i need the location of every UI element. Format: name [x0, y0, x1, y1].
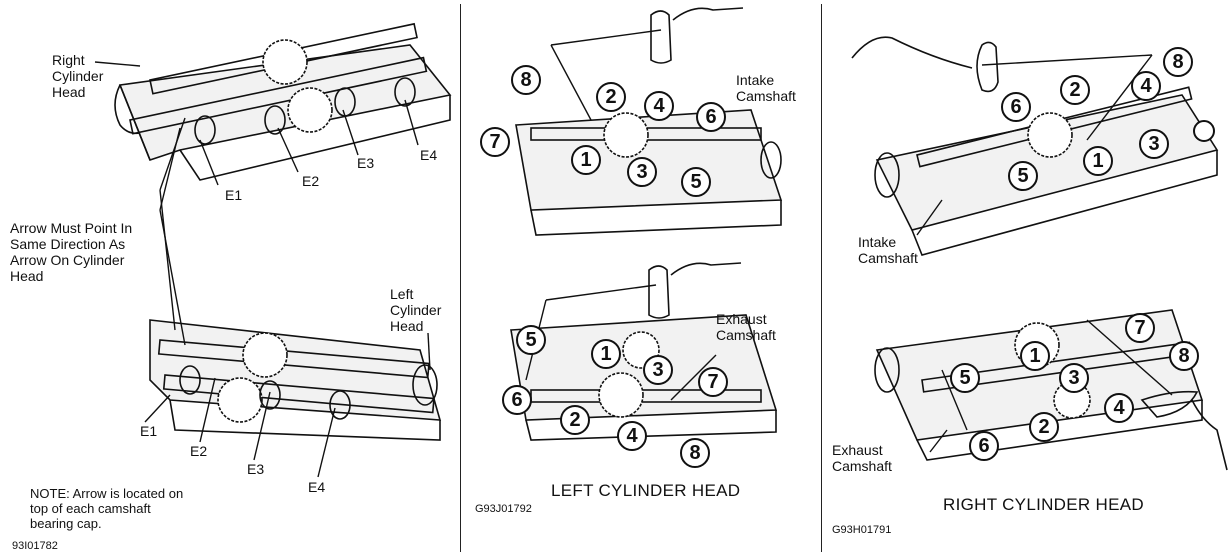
intake-camshaft-drawing — [515, 7, 783, 236]
tightening-callout-right-lower-3: 3 — [1059, 363, 1089, 393]
middle-panel: 8 2 4 6 7 1 3 5 5 1 3 7 6 2 4 8 Intake C… — [461, 0, 821, 556]
cap-label-e4-upper: E4 — [420, 147, 438, 163]
exhaust-camshaft-label-right: Exhaust Camshaft — [832, 442, 892, 474]
svg-text:4: 4 — [1113, 397, 1125, 419]
tightening-callout-left-lower-7: 7 — [698, 367, 728, 397]
tightening-callout-right-lower-4: 4 — [1104, 393, 1134, 423]
arrow-direction-note: Arrow Must Point In Same Direction As Ar… — [10, 220, 133, 284]
tightening-callout-left-lower-3: 3 — [643, 355, 673, 385]
figure-code-middle: G93J01792 — [475, 503, 532, 515]
svg-text:8: 8 — [520, 69, 531, 91]
intake-camshaft-label-right: Intake Camshaft — [858, 234, 918, 266]
tightening-callout-left-upper-8: 8 — [511, 65, 541, 95]
tightening-callout-right-upper-2: 2 — [1060, 75, 1090, 105]
svg-text:1: 1 — [1029, 345, 1040, 367]
svg-text:1: 1 — [1092, 150, 1103, 172]
svg-text:6: 6 — [511, 389, 522, 411]
panel-divider-2 — [821, 4, 822, 552]
svg-text:2: 2 — [569, 409, 580, 431]
tightening-callout-right-lower-5: 5 — [950, 363, 980, 393]
svg-text:6: 6 — [705, 106, 716, 128]
tightening-callout-left-upper-1: 1 — [571, 145, 601, 175]
svg-text:5: 5 — [690, 171, 701, 193]
svg-text:1: 1 — [580, 149, 591, 171]
figure-code-left: 93I01782 — [12, 540, 58, 552]
svg-text:7: 7 — [707, 371, 718, 393]
right-cylinder-head-drawing — [114, 22, 452, 181]
cap-label-e3-upper: E3 — [357, 155, 375, 171]
tightening-callout-left-upper-5: 5 — [681, 167, 711, 197]
tightening-callout-left-lower-5: 5 — [516, 325, 546, 355]
exhaust-camshaft-label: Exhaust Camshaft — [716, 311, 776, 343]
svg-text:4: 4 — [626, 425, 638, 447]
leader-lines-left — [94, 61, 431, 478]
tightening-callout-left-upper-3: 3 — [627, 157, 657, 187]
tightening-callout-right-lower-7: 7 — [1125, 313, 1155, 343]
svg-text:7: 7 — [489, 131, 500, 153]
left-cylinder-head-drawing — [149, 319, 442, 441]
tightening-callout-left-upper-7: 7 — [480, 127, 510, 157]
svg-text:5: 5 — [525, 329, 536, 351]
left-head-sequence-illustration: 8 2 4 6 7 1 3 5 5 1 3 7 6 2 4 8 — [480, 7, 783, 468]
figure-code-right: G93H01791 — [832, 524, 892, 536]
cap-label-e1-upper: E1 — [225, 187, 243, 203]
tightening-callout-right-upper-3: 3 — [1139, 129, 1169, 159]
tightening-callout-right-upper-1: 1 — [1083, 146, 1113, 176]
tightening-callout-left-lower-4: 4 — [617, 421, 647, 451]
exhaust-camshaft-drawing-right — [874, 309, 1228, 471]
intake-camshaft-drawing-right — [851, 36, 1219, 256]
cap-label-e2-upper: E2 — [302, 173, 320, 189]
right-panel: 8 2 4 6 3 1 5 7 7 1 8 5 3 4 2 6 Intake C… — [822, 0, 1231, 556]
right-cylinder-head-label: Right Cylinder Head — [52, 52, 104, 100]
right-cylinder-head-title: RIGHT CYLINDER HEAD — [943, 495, 1144, 514]
svg-text:3: 3 — [652, 359, 663, 381]
cap-label-e1-lower: E1 — [140, 423, 158, 439]
left-cylinder-head-title: LEFT CYLINDER HEAD — [551, 481, 741, 500]
svg-text:8: 8 — [689, 442, 700, 464]
svg-text:8: 8 — [1178, 345, 1189, 367]
svg-text:5: 5 — [1017, 165, 1028, 187]
tightening-callout-right-upper-7: 7 — [1193, 120, 1215, 142]
tightening-callout-left-upper-4: 4 — [644, 91, 674, 121]
tightening-callout-right-upper-6: 6 — [1001, 92, 1031, 122]
tightening-callout-right-lower-6: 6 — [969, 431, 999, 461]
cap-label-e3-lower: E3 — [247, 461, 265, 477]
right-head-sequence-illustration: 8 2 4 6 3 1 5 7 7 1 8 5 3 4 2 6 — [851, 36, 1228, 471]
svg-text:6: 6 — [1010, 96, 1021, 118]
tightening-callout-right-upper-5: 5 — [1008, 161, 1038, 191]
svg-text:3: 3 — [1068, 367, 1079, 389]
tightening-callout-left-lower-6: 6 — [502, 385, 532, 415]
intake-camshaft-label: Intake Camshaft — [736, 72, 796, 104]
left-cylinder-head-label: Left Cylinder Head — [390, 286, 442, 334]
tightening-callout-right-lower-1: 1 — [1020, 341, 1050, 371]
tightening-callout-left-lower-1: 1 — [591, 339, 621, 369]
svg-text:8: 8 — [1172, 51, 1183, 73]
tightening-callout-right-upper-8: 8 — [1163, 47, 1193, 77]
tightening-callout-left-upper-6: 6 — [696, 102, 726, 132]
tightening-callout-left-lower-8: 8 — [680, 438, 710, 468]
tightening-callout-left-upper-2: 2 — [596, 82, 626, 112]
camshaft-illustration-left — [94, 22, 452, 478]
svg-text:4: 4 — [1140, 75, 1152, 97]
bearing-cap-note: NOTE: Arrow is located on top of each ca… — [30, 486, 184, 531]
tightening-callout-right-upper-4: 4 — [1131, 71, 1161, 101]
left-panel: Right Cylinder Head Left Cylinder Head A… — [0, 0, 460, 556]
svg-text:2: 2 — [1038, 416, 1049, 438]
exhaust-camshaft-drawing — [510, 262, 778, 441]
svg-text:3: 3 — [636, 161, 647, 183]
cap-label-e4-lower: E4 — [308, 479, 326, 495]
svg-text:3: 3 — [1148, 133, 1159, 155]
panel-divider-1 — [460, 4, 461, 552]
tightening-callout-right-lower-2: 2 — [1029, 412, 1059, 442]
svg-text:1: 1 — [600, 343, 611, 365]
svg-text:5: 5 — [959, 367, 970, 389]
svg-text:2: 2 — [605, 86, 616, 108]
svg-text:2: 2 — [1069, 79, 1080, 101]
tightening-callout-left-lower-2: 2 — [560, 405, 590, 435]
tightening-callout-right-lower-8: 8 — [1169, 341, 1199, 371]
svg-text:7: 7 — [1134, 317, 1145, 339]
svg-text:6: 6 — [978, 435, 989, 457]
cap-label-e2-lower: E2 — [190, 443, 208, 459]
svg-text:4: 4 — [653, 95, 665, 117]
